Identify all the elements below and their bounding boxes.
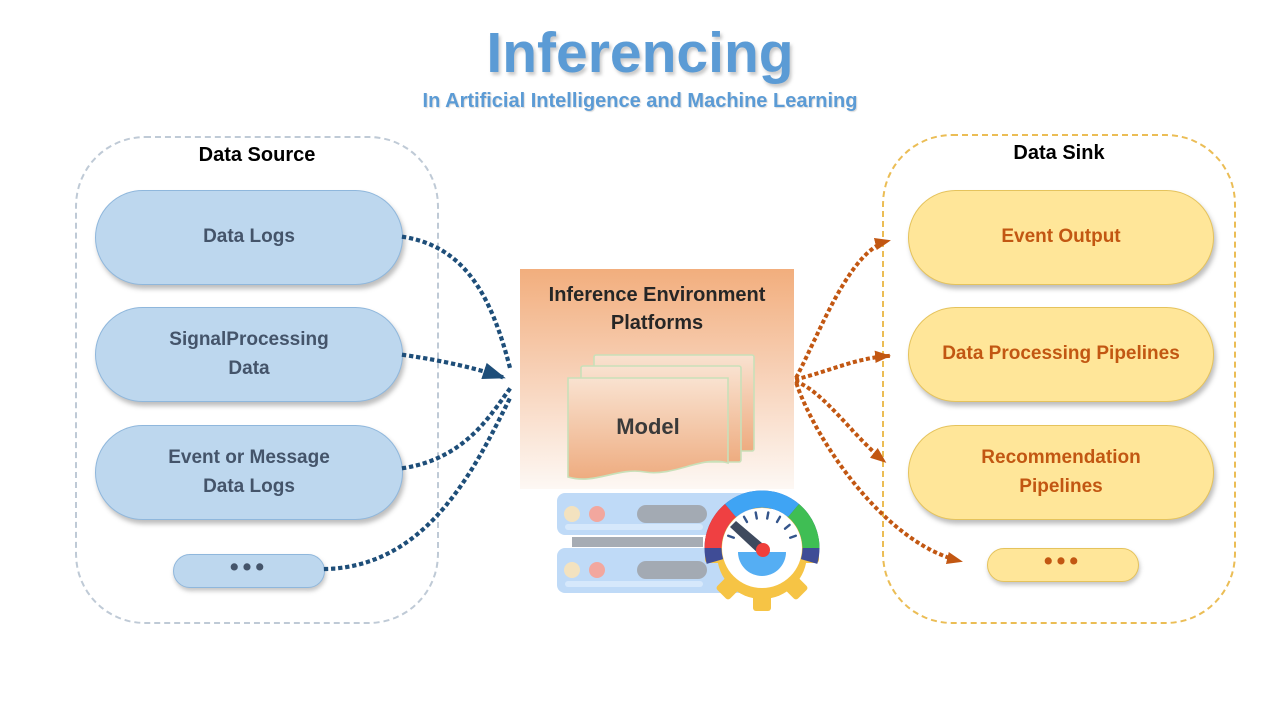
source-more-pill: ••• (173, 553, 325, 588)
source-pill-label: SignalProcessing Data (169, 329, 329, 379)
ellipsis-icon: ••• (1043, 547, 1083, 576)
data-sink-label: Data Sink (1013, 142, 1105, 164)
server-led (564, 562, 580, 578)
sink-flow-arrow (794, 350, 891, 382)
source-pill-label: Data Logs (203, 226, 295, 248)
document-page-front (567, 377, 729, 480)
page-subtitle: In Artificial Intelligence and Machine L… (422, 90, 858, 112)
model-documents-icon (567, 354, 755, 480)
data-source-label: Data Source (198, 144, 316, 166)
sink-pill: Recommendation Pipelines (908, 425, 1214, 520)
server-led (589, 506, 605, 522)
sink-pill-label: Event Output (1001, 226, 1121, 248)
ellipsis-icon: ••• (229, 553, 269, 582)
data-sink-group: Data Sink Event Output Data Processing P… (882, 134, 1236, 624)
gauge-hub (756, 543, 770, 557)
sink-more-pill: ••• (987, 547, 1139, 582)
sink-pill: Event Output (908, 190, 1214, 285)
sink-pill-label: Recommendation Pipelines (981, 447, 1141, 497)
source-pill: Event or Message Data Logs (95, 425, 403, 520)
sink-pill: Data Processing Pipelines (908, 307, 1214, 402)
source-pill: Data Logs (95, 190, 403, 285)
data-source-group: Data Source Data Logs SignalProcessing D… (75, 136, 439, 624)
source-pill-label: Event or Message Data Logs (168, 447, 330, 497)
gauge-dial (738, 552, 786, 576)
sink-flow-arrow (794, 237, 891, 379)
source-pill: SignalProcessing Data (95, 307, 403, 402)
server-led (564, 506, 580, 522)
inference-environment-heading: Inference Environment Platforms (548, 284, 766, 334)
server-led (589, 562, 605, 578)
sink-pill-label: Data Processing Pipelines (942, 343, 1180, 365)
sink-flow-arrow (794, 379, 887, 464)
server-rack-icon (557, 493, 760, 593)
page-title: Inferencing (486, 21, 794, 85)
gauge-gear-icon (704, 490, 820, 611)
model-label: Model (616, 414, 680, 439)
inference-hardware-icons (557, 490, 820, 611)
